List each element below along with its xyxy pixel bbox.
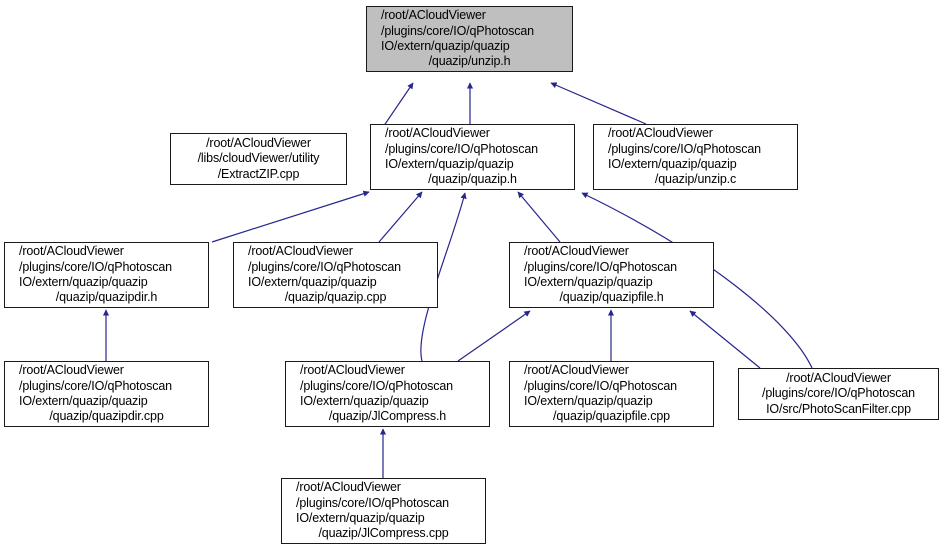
graph-node-quazipdir_h[interactable]: /root/ACloudViewer/plugins/core/IO/qPhot… [4,242,209,308]
node-label-line: IO/extern/quazip/quazip [524,394,653,408]
node-label-line: IO/src/PhotoScanFilter.cpp [766,401,911,416]
node-label-line: /plugins/core/IO/qPhotoscan [19,259,172,274]
node-label-line: /root/ACloudViewer [300,363,405,378]
graph-node-unzip_h[interactable]: /root/ACloudViewer/plugins/core/IO/qPhot… [366,6,573,72]
graph-edge-quazip_cpp-to-quazip_h [378,191,423,243]
graph-node-quazipdir_cpp[interactable]: /root/ACloudViewer/plugins/core/IO/qPhot… [4,361,209,427]
node-label-line: /plugins/core/IO/qPhotoscan [19,378,172,393]
graph-node-extractzip_cpp[interactable]: /root/ACloudViewer/libs/cloudViewer/util… [170,133,347,185]
node-label-line: /libs/cloudViewer/utility [197,151,320,166]
graph-edge-unzip_c-to-unzip_h [550,82,647,125]
node-label-line: /root/ACloudViewer [385,126,490,141]
node-label-line: IO/extern/quazip/quazip [300,394,429,408]
node-label-line: IO/extern/quazip/quazip [296,511,425,525]
node-label-line: /root/ACloudViewer [608,126,713,141]
node-label-line: /root/ACloudViewer [296,480,401,495]
graph-node-quazipfile_cpp[interactable]: /root/ACloudViewer/plugins/core/IO/qPhot… [509,361,714,427]
node-label-line: /quazip/quazipfile.cpp [553,409,670,424]
node-label-line: /quazip/JlCompress.cpp [318,526,449,541]
node-label-line: /quazip/quazipdir.h [55,290,158,305]
node-label-line: /root/ACloudViewer [524,244,629,259]
graph-node-quazipfile_h[interactable]: /root/ACloudViewer/plugins/core/IO/qPhot… [509,242,714,308]
graph-edge-quazipdir_h-to-quazip_h [211,190,370,243]
node-label-line: /plugins/core/IO/qPhotoscan [381,23,534,38]
node-label-line: /quazip/JlCompress.h [328,409,447,424]
node-label-line: /root/ACloudViewer [786,370,891,385]
edges-group [102,82,813,478]
node-label-line: /plugins/core/IO/qPhotoscan [524,259,677,274]
node-label-line: IO/extern/quazip/quazip [248,275,377,289]
graph-node-jlcompress_h[interactable]: /root/ACloudViewer/plugins/core/IO/qPhot… [285,361,490,427]
graph-edge-jlcompress_h-to-quazipfile_h [457,310,531,362]
node-label-line: /root/ACloudViewer [381,8,486,23]
node-label-line: IO/extern/quazip/quazip [524,275,653,289]
node-label-line: /plugins/core/IO/qPhotoscan [762,386,915,401]
node-label-line: /root/ACloudViewer [19,363,124,378]
node-label-line: /plugins/core/IO/qPhotoscan [300,378,453,393]
node-label-line: IO/extern/quazip/quazip [19,275,148,289]
graph-edge-photoscanfilter_cpp-to-quazipfile_h [689,310,761,369]
node-label-line: /root/ACloudViewer [524,363,629,378]
node-label-line: IO/extern/quazip/quazip [19,394,148,408]
node-label-line: /quazip/unzip.c [654,172,737,187]
node-label-line: /root/ACloudViewer [206,135,311,150]
graph-edge-quazipfile_h-to-quazip_h [517,191,561,243]
node-label-line: /plugins/core/IO/qPhotoscan [248,259,401,274]
node-label-line: /plugins/core/IO/qPhotoscan [608,141,761,156]
node-label-line: /quazip/quazip.h [428,172,517,187]
node-label-line: /plugins/core/IO/qPhotoscan [385,141,538,156]
node-label-line: /root/ACloudViewer [248,244,353,259]
node-label-line: IO/extern/quazip/quazip [608,157,737,171]
graph-node-photoscanfilter_cpp[interactable]: /root/ACloudViewer/plugins/core/IO/qPhot… [738,368,939,420]
graph-node-quazip_cpp[interactable]: /root/ACloudViewer/plugins/core/IO/qPhot… [233,242,438,308]
graph-edge-photoscanfilter_cpp-to-quazip_h [581,192,813,369]
node-label-line: /quazip/quazipdir.cpp [49,409,164,424]
node-label-line: IO/extern/quazip/quazip [385,157,514,171]
node-label-line: /plugins/core/IO/qPhotoscan [524,378,677,393]
graph-node-quazip_h[interactable]: /root/ACloudViewer/plugins/core/IO/qPhot… [370,124,575,190]
node-label-line: /root/ACloudViewer [19,244,124,259]
node-label-line: /quazip/unzip.h [428,54,511,69]
node-label-line: /quazip/quazipfile.h [559,290,664,305]
node-label-line: IO/extern/quazip/quazip [381,39,510,53]
node-label-line: /plugins/core/IO/qPhotoscan [296,495,449,510]
graph-node-jlcompress_cpp[interactable]: /root/ACloudViewer/plugins/core/IO/qPhot… [281,478,486,544]
node-label-line: /quazip/quazip.cpp [284,290,387,305]
graph-node-unzip_c[interactable]: /root/ACloudViewer/plugins/core/IO/qPhot… [593,124,798,190]
node-label-line: /ExtractZIP.cpp [217,166,300,181]
